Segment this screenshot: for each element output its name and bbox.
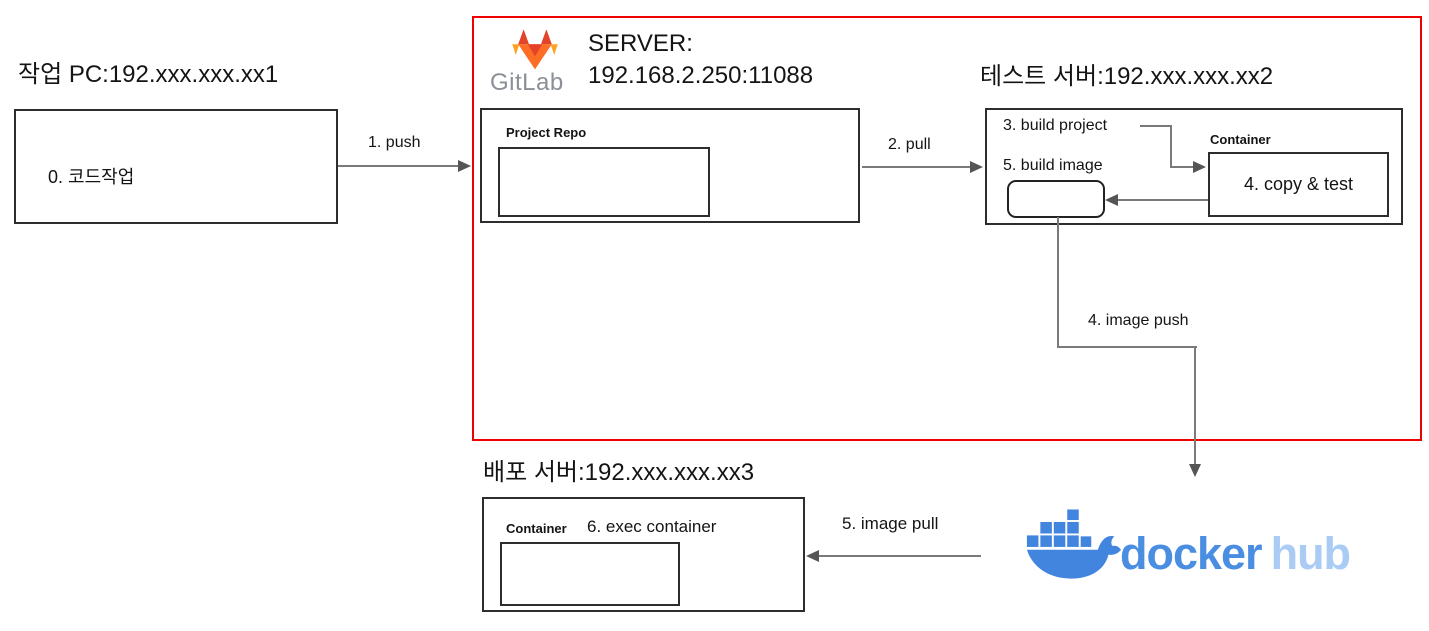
test-server-title: 테스트 서버:192.xxx.xxx.xx2 bbox=[980, 63, 1274, 90]
step-build-image: 5. build image bbox=[1003, 157, 1103, 174]
step-copy-test: 4. copy & test bbox=[1243, 174, 1354, 194]
step-exec-container: 6. exec container bbox=[587, 517, 717, 536]
test-container-label: Container bbox=[1210, 132, 1271, 147]
image-push-line-v1 bbox=[1057, 217, 1059, 348]
step-build-project: 3. build project bbox=[1003, 117, 1108, 134]
deploy-container-inner-box bbox=[500, 542, 680, 606]
image-node bbox=[1007, 180, 1105, 218]
docker-word: docker bbox=[1120, 528, 1263, 579]
build-project-connector-h1 bbox=[1140, 125, 1172, 127]
push-arrowhead-icon bbox=[458, 160, 471, 172]
image-pull-arrowhead-icon bbox=[806, 550, 819, 562]
deploy-server-box: Container 6. exec container bbox=[482, 497, 805, 612]
push-arrow-label: 1. push bbox=[368, 134, 421, 151]
image-pull-line bbox=[817, 555, 981, 557]
gitlab-server-line2: 192.168.2.250:11088 bbox=[588, 62, 814, 89]
image-push-label: 4. image push bbox=[1088, 312, 1189, 329]
pull-arrow-label: 2. pull bbox=[888, 136, 931, 153]
image-push-arrowhead-icon bbox=[1189, 464, 1201, 477]
deploy-server-title: 배포 서버:192.xxx.xxx.xx3 bbox=[483, 459, 755, 486]
pull-arrowhead-icon bbox=[970, 161, 983, 173]
hub-word: hub bbox=[1270, 528, 1351, 579]
gitlab-server-line1: SERVER: bbox=[588, 30, 693, 57]
project-repo-inner-box bbox=[498, 147, 710, 217]
image-push-line-h bbox=[1057, 346, 1197, 348]
build-project-arrowhead-icon bbox=[1193, 161, 1206, 173]
work-pc-step: 0. 코드작업 bbox=[48, 167, 135, 187]
gitlab-server-title: SERVER: 192.168.2.250:11088 bbox=[588, 28, 813, 92]
copy-test-arrowhead-icon bbox=[1105, 194, 1118, 206]
work-pc-box: 0. 코드작업 bbox=[14, 109, 338, 224]
build-project-connector-v bbox=[1170, 125, 1172, 168]
pull-arrow-line bbox=[862, 166, 972, 168]
build-project-connector-h2 bbox=[1170, 166, 1195, 168]
dockerhub-wordmark: docker hub bbox=[1120, 528, 1351, 579]
work-pc-title: 작업 PC:192.xxx.xxx.xx1 bbox=[18, 61, 279, 88]
deploy-container-label: Container bbox=[506, 521, 567, 536]
push-arrow-line bbox=[338, 165, 460, 167]
project-repo-label: Project Repo bbox=[506, 125, 587, 140]
image-push-line-v2 bbox=[1194, 346, 1196, 466]
gitlab-box: Project Repo bbox=[480, 108, 860, 223]
gitlab-tanuki-icon bbox=[511, 27, 559, 71]
test-container-box: 4. copy & test bbox=[1208, 152, 1389, 217]
docker-whale-icon bbox=[1025, 508, 1121, 582]
gitlab-wordmark: GitLab bbox=[490, 69, 564, 96]
image-pull-label: 5. image pull bbox=[842, 514, 939, 533]
ci-red-zone bbox=[472, 16, 1422, 441]
copy-test-connector bbox=[1116, 199, 1208, 201]
